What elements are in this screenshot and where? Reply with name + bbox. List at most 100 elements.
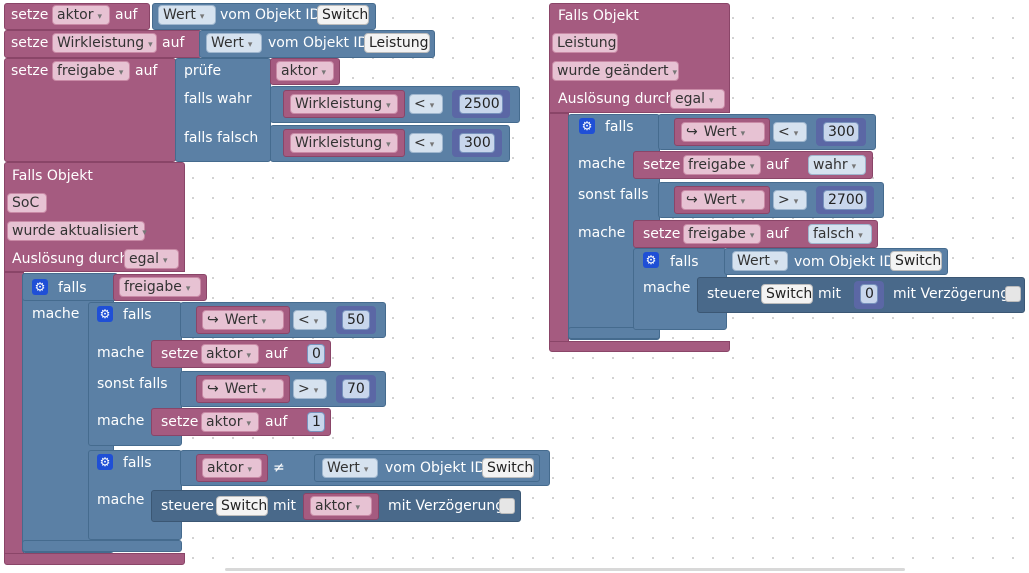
dropdown-arrow-icon: ▾ [162, 256, 168, 266]
object-id-field[interactable]: Leistung [552, 33, 618, 53]
wert-dropdown[interactable]: ↪Wert▾ [202, 379, 284, 399]
delay-checkbox[interactable] [499, 498, 515, 514]
dropdown-arrow-icon: ▾ [386, 101, 391, 111]
wert-dropdown[interactable]: ↪Wert▾ [681, 122, 765, 142]
var-dropdown-aktor[interactable]: aktor▾ [310, 496, 372, 516]
auf-label: auf [766, 226, 789, 242]
number-field[interactable]: 300 [459, 133, 495, 153]
wert-dropdown[interactable]: ↪Wert▾ [202, 310, 284, 330]
object-id-field[interactable]: Switch [317, 5, 369, 25]
wert-dropdown[interactable]: ↪Wert▾ [681, 190, 765, 210]
number-field[interactable]: 300 [823, 122, 859, 142]
boolean-dropdown[interactable]: falsch▾ [808, 224, 872, 244]
dropdown-arrow-icon: ▾ [740, 129, 746, 139]
falls-wahr-label: falls wahr [184, 91, 252, 107]
falls-falsch-label: falls falsch [184, 130, 259, 146]
operator-dropdown[interactable]: <▾ [293, 310, 327, 330]
mache-label: mache [32, 306, 80, 322]
gear-icon[interactable]: ⚙ [97, 306, 113, 322]
gear-icon[interactable]: ⚙ [579, 118, 595, 134]
var-dropdown-freigabe[interactable]: freigabe▾ [52, 61, 130, 81]
operator-dropdown[interactable]: <▾ [409, 133, 443, 153]
setze-label: setze [161, 346, 199, 362]
arrow-icon: ↪ [686, 192, 698, 208]
dropdown-arrow-icon: ▾ [313, 386, 319, 396]
horizontal-scrollbar[interactable] [225, 568, 905, 571]
object-id-field[interactable]: Switch [890, 251, 942, 271]
ausloesung-label: Auslösung durch [558, 91, 675, 107]
target-object-field[interactable]: Switch [216, 496, 268, 516]
pruefe-label: prüfe [184, 63, 222, 79]
trigger-dropdown[interactable]: wurde geändert▾ [552, 61, 679, 81]
dropdown-arrow-icon: ▾ [740, 197, 746, 207]
dropdown-arrow-icon: ▾ [749, 162, 755, 172]
gear-icon[interactable]: ⚙ [97, 454, 113, 470]
dropdown-arrow-icon: ▾ [793, 129, 799, 139]
object-id-field[interactable]: SoC [7, 193, 47, 213]
auf-label: auf [265, 414, 288, 430]
dropdown-arrow-icon: ▾ [851, 162, 857, 172]
operator-dropdown[interactable]: <▾ [773, 122, 807, 142]
var-dropdown-aktor[interactable]: aktor▾ [202, 458, 262, 478]
var-dropdown-aktor[interactable]: aktor▾ [52, 5, 110, 25]
setze-label: setze [11, 63, 49, 79]
dropdown-arrow-icon: ▾ [247, 40, 253, 50]
auf-label: auf [162, 35, 185, 51]
var-dropdown-aktor[interactable]: aktor▾ [201, 344, 259, 364]
number-field[interactable]: 1 [307, 412, 325, 432]
pruefe-block[interactable] [175, 58, 271, 162]
dropdown-arrow-icon: ▾ [672, 68, 678, 78]
gear-icon[interactable]: ⚙ [643, 252, 659, 268]
var-dropdown-freigabe[interactable]: freigabe▾ [119, 277, 201, 297]
operator-dropdown[interactable]: >▾ [293, 379, 327, 399]
ausloesung-dropdown[interactable]: egal▾ [124, 249, 179, 269]
dropdown-arrow-icon: ▾ [261, 386, 267, 396]
number-field[interactable]: 0 [860, 284, 878, 304]
var-dropdown-aktor[interactable]: aktor▾ [201, 412, 259, 432]
not-equal-operator[interactable]: ≠ [273, 460, 285, 476]
number-field[interactable]: 0 [307, 344, 325, 364]
ausloesung-label: Auslösung durch [12, 251, 129, 267]
gear-icon[interactable]: ⚙ [32, 279, 48, 295]
event-block-leistung-body-left [549, 113, 569, 346]
mache-label: mache [578, 156, 626, 172]
trigger-dropdown[interactable]: wurde aktualisiert▾ [7, 221, 147, 241]
var-dropdown-wirkleistung[interactable]: Wirkleistung▾ [52, 33, 157, 53]
ausloesung-dropdown[interactable]: egal▾ [670, 89, 725, 109]
arrow-icon: ↪ [207, 381, 219, 397]
wert-dropdown[interactable]: Wert▾ [732, 251, 788, 271]
dropdown-arrow-icon: ▾ [386, 140, 391, 150]
delay-checkbox[interactable] [1005, 286, 1021, 302]
if-else-block[interactable] [88, 302, 182, 446]
operator-dropdown[interactable]: <▾ [409, 94, 443, 114]
mache-label: mache [578, 225, 626, 241]
falls-label: falls [123, 455, 152, 471]
auf-label: auf [135, 63, 158, 79]
number-field[interactable]: 2700 [823, 190, 867, 210]
object-id-field[interactable]: Switch [482, 458, 534, 478]
dropdown-arrow-icon: ▾ [793, 197, 799, 207]
sonst-falls-label: sonst falls [578, 187, 649, 203]
number-field[interactable]: 70 [342, 379, 370, 399]
wert-dropdown[interactable]: Wert▾ [206, 33, 262, 53]
boolean-dropdown[interactable]: wahr▾ [808, 155, 866, 175]
var-dropdown-aktor[interactable]: aktor▾ [276, 61, 334, 81]
wert-dropdown[interactable]: Wert▾ [322, 458, 378, 478]
auf-label: auf [115, 7, 138, 23]
var-dropdown-freigabe[interactable]: freigabe▾ [683, 155, 761, 175]
target-object-field[interactable]: Switch [761, 284, 813, 304]
number-field[interactable]: 50 [342, 310, 370, 330]
var-dropdown-wirkleistung[interactable]: Wirkleistung▾ [290, 94, 398, 114]
setze-label: setze [643, 157, 681, 173]
dropdown-arrow-icon: ▾ [355, 503, 361, 513]
var-dropdown-freigabe[interactable]: freigabe▾ [683, 224, 761, 244]
object-id-field[interactable]: Leistung [364, 33, 430, 53]
vom-objekt-label: vom Objekt ID [268, 35, 369, 51]
number-field[interactable]: 2500 [459, 94, 503, 114]
vom-objekt-label: vom Objekt ID [794, 254, 895, 270]
var-dropdown-wirkleistung[interactable]: Wirkleistung▾ [290, 133, 398, 153]
verzoegerung-label: mit Verzögerung [388, 498, 505, 514]
operator-dropdown[interactable]: >▾ [773, 190, 807, 210]
wert-dropdown[interactable]: Wert▾ [158, 5, 216, 25]
dropdown-arrow-icon: ▾ [261, 317, 267, 327]
